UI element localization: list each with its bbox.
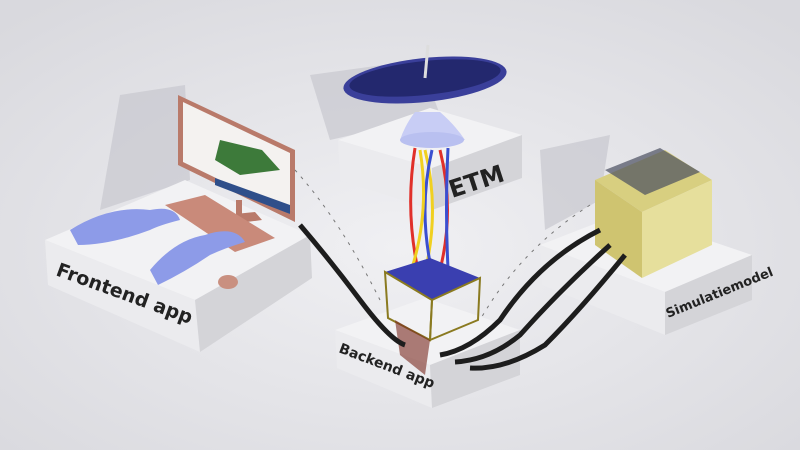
simulation-cube (595, 148, 712, 278)
mouse (218, 275, 238, 289)
satellite-dish (343, 44, 507, 148)
backend-tower (383, 258, 482, 375)
map-on-screen (215, 140, 280, 175)
monitor (178, 95, 295, 224)
keyboard (165, 195, 275, 252)
cables (298, 223, 627, 371)
hands (70, 208, 245, 285)
thin-wires (294, 169, 591, 321)
